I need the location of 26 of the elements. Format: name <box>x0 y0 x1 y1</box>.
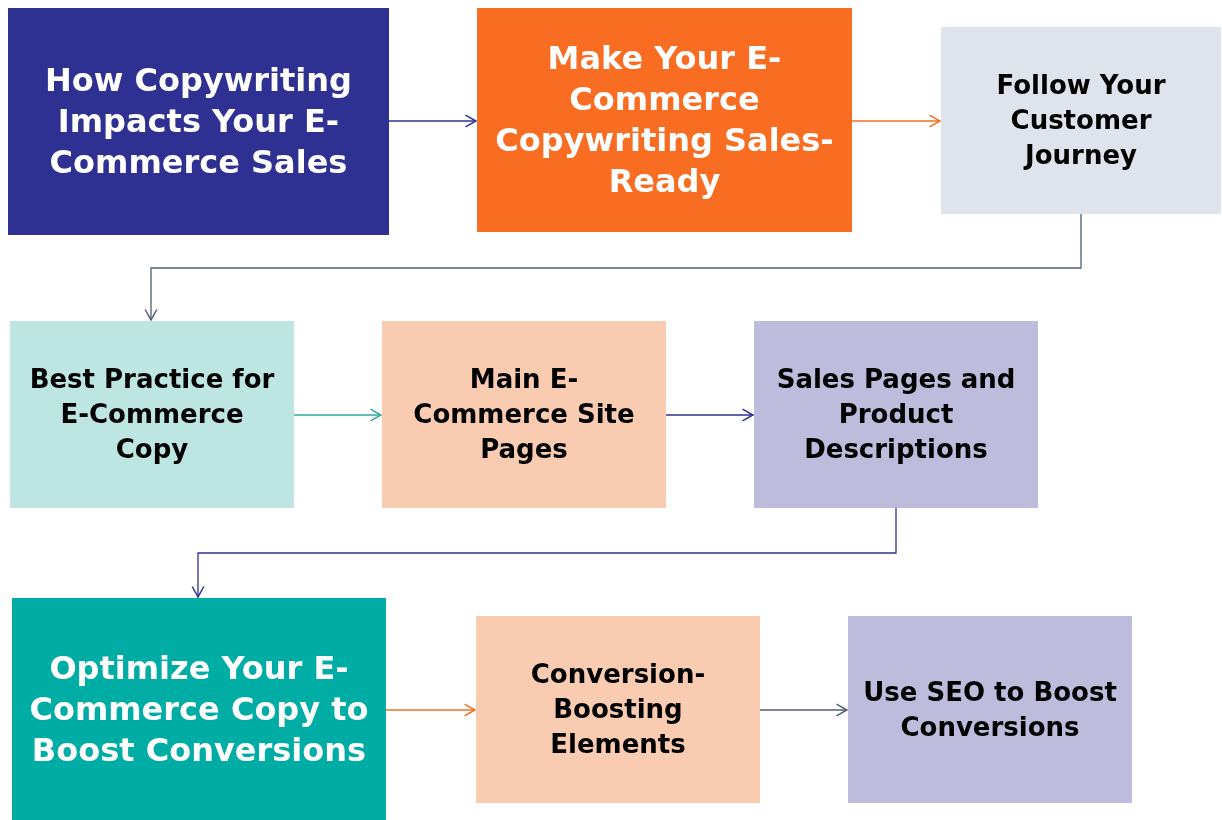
process-box <box>12 598 386 820</box>
process-box <box>848 616 1132 803</box>
box-label: Make Your E-Commerce Copywriting Sales-Ready <box>494 38 835 202</box>
process-box <box>382 321 666 508</box>
arrow <box>851 114 941 128</box>
arrow <box>665 408 754 422</box>
process-box <box>476 616 760 803</box>
box-label: How Copywriting Impacts Your E-Commerce Sales <box>44 60 353 183</box>
box-label: Sales Pages and Product Descriptions <box>775 363 1017 466</box>
arrow <box>388 114 477 128</box>
process-box <box>477 8 852 232</box>
box-label: Main E-Commerce Site Pages <box>412 363 636 466</box>
box-label: Use SEO to Boost Conversions <box>862 675 1118 744</box>
box-label: Optimize Your E-Commerce Copy to Boost Conversions <box>28 647 370 771</box>
process-box <box>754 321 1038 508</box>
arrow <box>144 213 1082 321</box>
arrow <box>759 703 848 717</box>
process-box <box>10 321 294 508</box>
box-label: Conversion-Boosting Elements <box>529 658 707 761</box>
box-label: Follow Your Customer Journey <box>995 69 1167 172</box>
process-box <box>941 27 1221 214</box>
process-box <box>8 8 389 235</box>
box-label: Best Practice for E-Commerce Copy <box>28 363 276 466</box>
arrow <box>385 703 476 717</box>
arrow <box>191 507 897 598</box>
arrow <box>293 408 382 422</box>
